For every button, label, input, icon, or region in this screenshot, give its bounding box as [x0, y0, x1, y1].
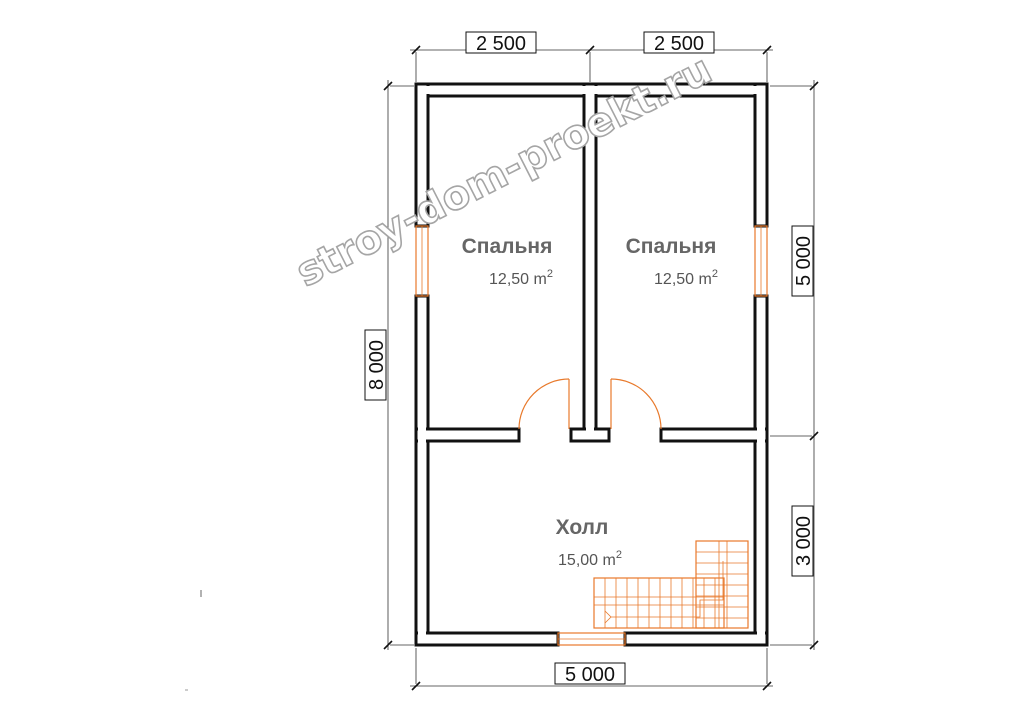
door-arc-right [610, 378, 662, 430]
dim-bottom: 5 000 [565, 664, 615, 686]
room-name-bedroom-1: Спальня [462, 235, 553, 258]
door-arc-left [518, 378, 570, 430]
staircase [593, 540, 749, 629]
doors [518, 378, 662, 430]
dim-left: 8 000 [366, 340, 388, 390]
room-labels: Спальня 12,50 m2 Спальня 12,50 m2 Холл 1… [462, 235, 718, 569]
dim-right-bottom: 3 000 [793, 516, 815, 566]
room-area-bedroom-2: 12,50 m2 [654, 268, 718, 288]
windows [415, 225, 768, 646]
dimension-lines [383, 45, 819, 691]
room-name-bedroom-2: Спальня [626, 235, 717, 258]
room-area-hall: 15,00 m2 [558, 549, 622, 569]
dim-top-left: 2 500 [476, 33, 526, 55]
room-name-hall: Холл [556, 516, 609, 539]
room-area-bedroom-1: 12,50 m2 [489, 268, 553, 288]
walls [414, 82, 769, 647]
dimension-labels: 2 500 2 500 5 000 8 000 5 000 3 000 [364, 31, 815, 686]
dim-top-right: 2 500 [654, 33, 704, 55]
dim-right-top: 5 000 [793, 236, 815, 286]
